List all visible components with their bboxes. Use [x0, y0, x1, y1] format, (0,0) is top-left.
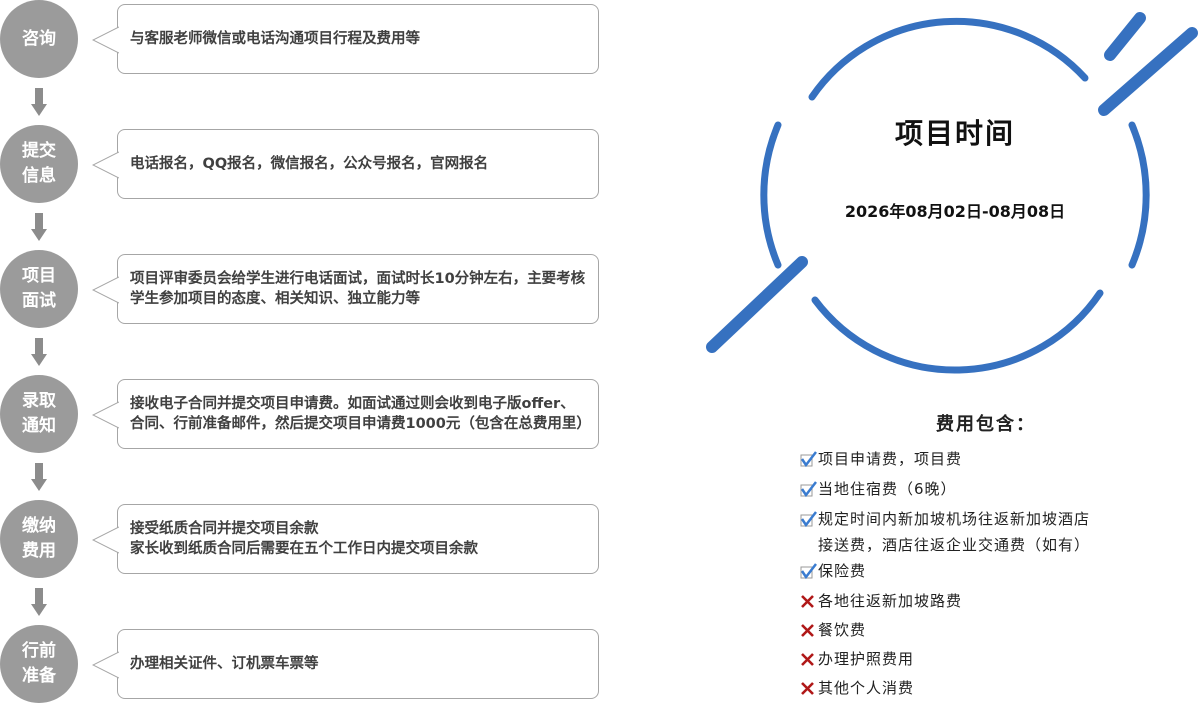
- timeline-dates: 2026年08月02日-08月08日: [844, 202, 1066, 221]
- fee-item-text: 规定时间内新加坡机场往返新加坡酒店接送费，酒店往返企业交通费（如有）: [818, 510, 1091, 554]
- checkbox-checked-icon: [800, 506, 818, 536]
- step-description: 办理相关证件、订机票车票等: [130, 656, 319, 672]
- step-title: 咨询: [22, 28, 56, 49]
- cross-icon: [800, 675, 818, 704]
- bubble-pointer: [92, 151, 119, 179]
- fee-item: 当地住宿费（6晚）: [800, 476, 1100, 506]
- fee-item-text: 办理护照费用: [818, 650, 915, 668]
- ring-arc-top: [808, 17, 1089, 101]
- step-description-box: 电话报名，QQ报名，微信报名，公众号报名，官网报名: [117, 129, 599, 199]
- fee-item: 规定时间内新加坡机场往返新加坡酒店接送费，酒店往返企业交通费（如有）: [800, 506, 1100, 558]
- step-description: 与客服老师微信或电话沟通项目行程及费用等: [130, 31, 420, 47]
- checkbox-checked-icon: [800, 558, 818, 588]
- fee-item-text: 餐饮费: [818, 621, 867, 639]
- step-circle: 提交信息: [0, 125, 78, 203]
- checkbox-checked-icon: [800, 446, 818, 476]
- arrow-down-icon: [31, 588, 47, 616]
- step-circle: 咨询: [0, 0, 78, 78]
- cross-icon: [800, 646, 818, 675]
- ring-arc-bottom: [811, 289, 1104, 374]
- timeline-title: 项目时间: [894, 117, 1015, 150]
- ring-arc-left: [760, 121, 782, 269]
- step-circle: 项目面试: [0, 250, 78, 328]
- diagonal-stroke: [1104, 12, 1146, 61]
- step-description: 电话报名，QQ报名，微信报名，公众号报名，官网报名: [130, 156, 489, 172]
- arrow-down-icon: [31, 88, 47, 116]
- ring-arc-right: [1128, 121, 1150, 269]
- step-title: 提交信息: [22, 141, 56, 186]
- step-circle: 录取通知: [0, 375, 78, 453]
- bubble-pointer: [92, 26, 119, 54]
- diagonal-stroke: [1098, 27, 1198, 116]
- fee-item-text: 项目申请费，项目费: [818, 450, 963, 468]
- fee-item: 餐饮费: [800, 617, 1100, 646]
- fee-item: 各地往返新加坡路费: [800, 588, 1100, 617]
- diagonal-stroke: [706, 256, 808, 353]
- fee-item: 保险费: [800, 558, 1100, 588]
- fee-item: 办理护照费用: [800, 646, 1100, 675]
- step-circle: 缴纳费用: [0, 500, 78, 578]
- checkbox-checked-icon: [800, 476, 818, 506]
- fee-item: 项目申请费，项目费: [800, 446, 1100, 476]
- fee-item: 其他个人消费: [800, 675, 1100, 704]
- fee-item-text: 保险费: [818, 562, 867, 580]
- cross-icon: [800, 588, 818, 617]
- bubble-pointer: [92, 276, 119, 304]
- step-title: 项目面试: [22, 266, 56, 311]
- step-description-box: 项目评审委员会给学生进行电话面试，面试时长10分钟左右，主要考核学生参加项目的态…: [117, 254, 599, 324]
- step-description: 接受纸质合同并提交项目余款 家长收到纸质合同后需要在五个工作日内提交项目余款: [130, 521, 478, 557]
- fee-item-text: 当地住宿费（6晚）: [818, 480, 957, 498]
- step-circle: 行前准备: [0, 625, 78, 703]
- fee-item-text: 各地往返新加坡路费: [818, 592, 963, 610]
- fee-item-text: 其他个人消费: [818, 679, 915, 697]
- step-description-box: 接受纸质合同并提交项目余款 家长收到纸质合同后需要在五个工作日内提交项目余款: [117, 504, 599, 574]
- step-title: 行前准备: [22, 641, 56, 686]
- step-title: 缴纳费用: [22, 516, 56, 561]
- bubble-pointer: [92, 651, 119, 679]
- fees-panel: 费用包含： 项目申请费，项目费当地住宿费（6晚） 规定时间内新加坡机场往返新加坡酒…: [800, 410, 1100, 704]
- bubble-pointer: [92, 401, 119, 429]
- bubble-pointer: [92, 526, 119, 554]
- step-description-box: 与客服老师微信或电话沟通项目行程及费用等: [117, 4, 599, 74]
- cross-icon: [800, 617, 818, 646]
- step-title: 录取通知: [22, 391, 56, 436]
- arrow-down-icon: [31, 338, 47, 366]
- arrow-down-icon: [31, 213, 47, 241]
- step-description-box: 办理相关证件、订机票车票等: [117, 629, 599, 699]
- step-description: 项目评审委员会给学生进行电话面试，面试时长10分钟左右，主要考核学生参加项目的态…: [130, 271, 586, 307]
- fees-title: 费用包含：: [936, 414, 1036, 435]
- step-description: 接收电子合同并提交项目申请费。如面试通过则会收到电子版offer、合同、行前准备…: [130, 396, 591, 432]
- arrow-down-icon: [31, 463, 47, 491]
- step-description-box: 接收电子合同并提交项目申请费。如面试通过则会收到电子版offer、合同、行前准备…: [117, 379, 599, 449]
